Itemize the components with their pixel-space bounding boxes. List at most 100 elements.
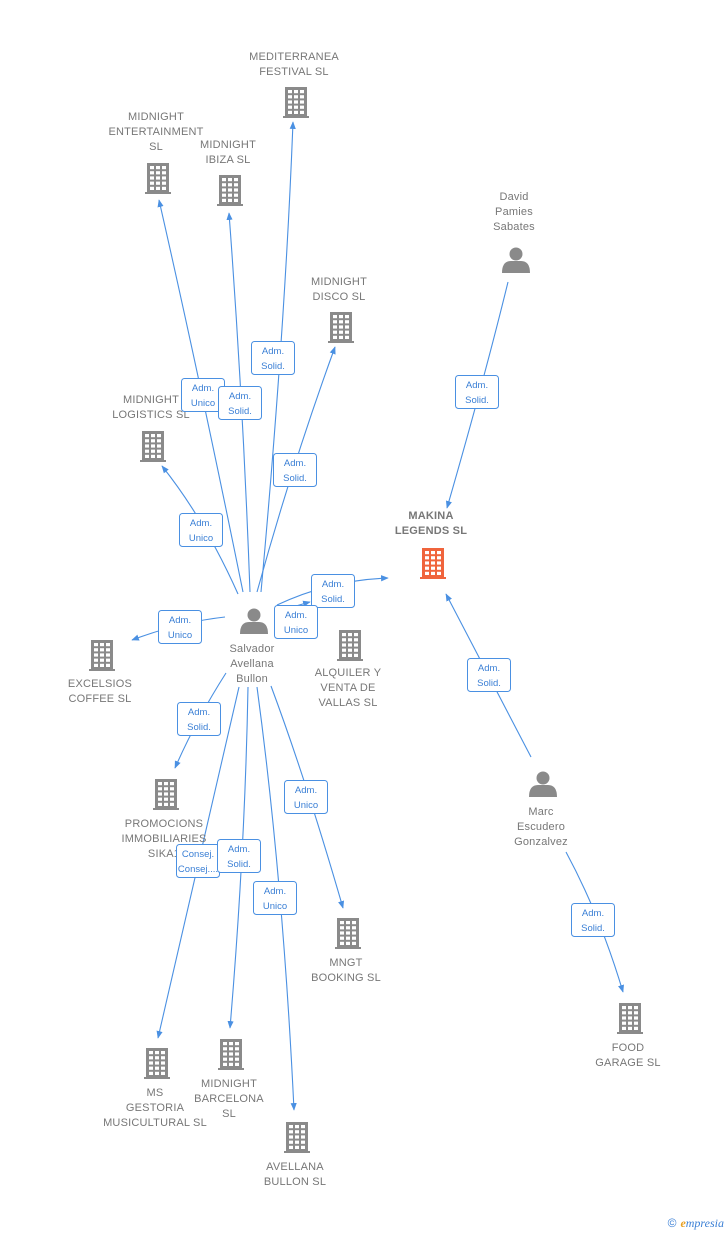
relation-label-2[interactable]: Adm.Solid. (218, 386, 262, 420)
node-label: BARCELONA (194, 1093, 264, 1105)
relation-label-text: Adm. (466, 380, 488, 391)
relation-label-0[interactable]: Adm.Solid. (251, 341, 295, 375)
relation-label-8[interactable]: Adm. Unico (158, 610, 202, 644)
building-icon (89, 640, 115, 671)
relation-label-12[interactable]: Consej.Consej.... (176, 844, 220, 878)
relation-label-14[interactable]: Adm. Unico (253, 881, 297, 915)
relation-label-text: Unico (168, 630, 192, 641)
edges-layer (131, 121, 624, 1111)
relation-label-box (284, 780, 328, 814)
relation-label-text: Consej. (182, 849, 214, 860)
relation-label-text: Solid. (187, 722, 211, 733)
relation-label-3[interactable]: Adm.Solid. (273, 453, 317, 487)
relation-label-13[interactable]: Adm.Solid. (217, 839, 261, 873)
node-label: FESTIVAL SL (259, 66, 328, 78)
node-label: MS (147, 1087, 164, 1099)
node-label: VALLAS SL (318, 697, 377, 709)
relation-label-9[interactable]: Adm. Solid. (177, 702, 221, 736)
node-label: MIDNIGHT (201, 1078, 257, 1090)
relation-label-text: Solid. (321, 594, 345, 605)
building-icon (328, 312, 354, 343)
relation-label-box (467, 658, 511, 692)
node-label: DISCO SL (313, 291, 366, 303)
node-label: BOOKING SL (311, 972, 381, 984)
footer-brand[interactable]: ©empresia (668, 1216, 724, 1231)
node-label: SIKA1 (148, 848, 180, 860)
brand-initial: e (680, 1216, 686, 1230)
node-label: MIDNIGHT (123, 394, 179, 406)
node-label: MIDNIGHT (200, 139, 256, 151)
node-label: SL (222, 1108, 236, 1120)
relation-label-7[interactable]: Adm. Unico (274, 605, 318, 639)
relation-label-box (218, 386, 262, 420)
building-icon (218, 1039, 244, 1070)
relation-label-10[interactable]: Adm.Solid. (467, 658, 511, 692)
building-icon (153, 779, 179, 810)
building-icon (617, 1003, 643, 1034)
building-icon (145, 163, 171, 194)
node-mngt[interactable]: MNGT BOOKING SL (311, 918, 381, 984)
person-icon (529, 771, 557, 797)
relation-label-4[interactable]: Adm.Unico (179, 513, 223, 547)
person-icon (240, 608, 268, 634)
relation-label-text: Adm. (284, 458, 306, 469)
relation-label-box (217, 839, 261, 873)
node-label: ENTERTAINMENT (108, 126, 203, 138)
node-label: Escudero (517, 821, 565, 833)
relation-label-box (274, 605, 318, 639)
node-label: LEGENDS SL (395, 525, 467, 537)
node-mediterranea[interactable]: MEDITERRANEA FESTIVAL SL (249, 51, 339, 118)
relation-label-text: Adm. (322, 579, 344, 590)
node-label: Salvador (229, 643, 274, 655)
relation-label-5[interactable]: Adm.Solid. (455, 375, 499, 409)
relation-label-text: Adm. (188, 707, 210, 718)
relation-label-text: Unico (263, 901, 287, 912)
relation-label-box (311, 574, 355, 608)
building-icon (217, 175, 243, 206)
node-label: PROMOCIONS (125, 818, 203, 830)
relation-label-text: Adm. (264, 886, 286, 897)
relation-label-box (158, 610, 202, 644)
relation-label-text: Adm. (228, 844, 250, 855)
relation-label-text: Adm. (190, 518, 212, 529)
node-label: MNGT (329, 957, 362, 969)
relation-label-15[interactable]: Adm.Solid. (571, 903, 615, 937)
relation-label-text: Solid. (581, 923, 605, 934)
node-label: ALQUILER Y (315, 667, 382, 679)
relation-label-text: Adm. (285, 610, 307, 621)
building-icon (144, 1048, 170, 1079)
relation-label-text: Unico (284, 625, 308, 636)
node-label: MUSICULTURAL SL (103, 1117, 207, 1129)
relation-label-text: Adm. (262, 346, 284, 357)
person-icon (502, 247, 530, 273)
relation-label-text: Solid. (228, 406, 252, 417)
relation-label-text: Adm. (169, 615, 191, 626)
relation-label-11[interactable]: Adm.Unico (284, 780, 328, 814)
building-icon (140, 431, 166, 462)
relation-label-box (273, 453, 317, 487)
relation-label-text: Adm. (478, 663, 500, 674)
node-midnight_bcn[interactable]: MIDNIGHT BARCELONA SL (194, 1039, 264, 1120)
node-label: David (499, 191, 528, 203)
node-label: MEDITERRANEA (249, 51, 339, 63)
relation-labels-layer: Adm.Solid.Adm.UnicoAdm.Solid.Adm.Solid.A… (158, 341, 615, 937)
relation-label-6[interactable]: Adm. Solid. (311, 574, 355, 608)
node-label: BULLON SL (264, 1176, 326, 1188)
node-label: MIDNIGHT (128, 111, 184, 123)
